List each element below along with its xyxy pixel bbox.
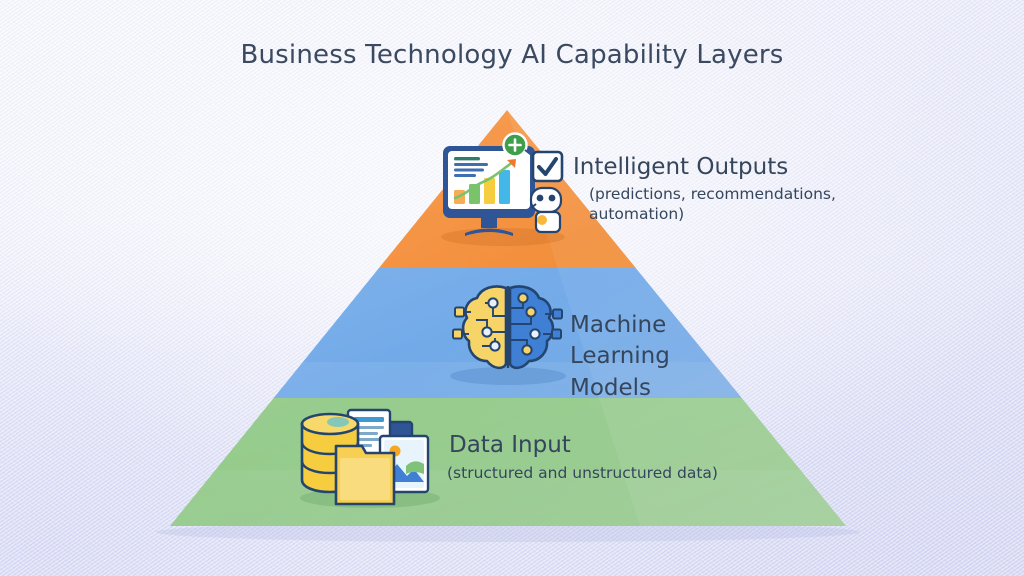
screen-text-line	[454, 168, 484, 172]
page-title: Business Technology AI Capability Layers	[240, 40, 784, 70]
layer-title-mid: Machine Learning Models	[570, 310, 710, 404]
layer-title-mid-line3: Models	[570, 374, 652, 401]
label-intelligent-outputs: Intelligent Outputs (predictions, recomm…	[573, 154, 873, 225]
circuit-nodes	[452, 292, 563, 356]
trend-line	[453, 160, 515, 200]
layer-subtitle-top: (predictions, recommendations, automatio…	[589, 184, 873, 225]
label-machine-learning-models: Machine Learning Models	[570, 310, 710, 404]
screen-bar	[484, 178, 495, 204]
robot-icon	[529, 186, 563, 234]
data-sources-icon	[300, 408, 430, 506]
pyramid-light-wedge	[507, 110, 846, 526]
machine-learning-icon	[449, 276, 567, 388]
ai-brain-circuit-icon	[452, 285, 563, 370]
robot-chest-light	[537, 215, 547, 225]
trend-arrow-head	[507, 159, 516, 168]
analytics-dashboard-robot-icon	[443, 132, 564, 236]
layer-title-mid-line1: Machine	[570, 312, 667, 338]
icon-shadow-mid	[450, 367, 566, 385]
brain-right-hemisphere	[508, 285, 555, 370]
robot-arm	[530, 203, 537, 209]
layer-title-top: Intelligent Outputs	[573, 154, 789, 180]
monitor-base	[465, 228, 513, 236]
screen-text-line	[454, 157, 480, 161]
robot-head	[529, 186, 563, 214]
plus-glyph	[508, 138, 522, 152]
intelligent-outputs-icon	[437, 132, 567, 250]
layer-subtitle-top-line1: (predictions, recommendations,	[589, 184, 836, 203]
monitor-neck	[481, 218, 497, 228]
screen-bar	[499, 170, 510, 204]
data-input-icon	[294, 404, 446, 512]
layer-subtitle-bottom: (structured and unstructured data)	[447, 463, 718, 482]
layer-title-mid-line2: Learning	[570, 343, 670, 370]
label-data-input: Data Input (structured and unstructured …	[447, 432, 779, 483]
screen-text-line	[454, 174, 476, 177]
robot-eye	[536, 194, 544, 202]
folder-icon	[334, 444, 396, 506]
pyramid-shadow	[156, 522, 860, 542]
check-glyph	[537, 157, 558, 176]
layer-subtitle-top-line2: automation)	[589, 205, 685, 224]
layer-title-bottom: Data Input	[449, 432, 571, 458]
screen-text-line	[454, 163, 488, 166]
robot-eye	[548, 194, 556, 202]
